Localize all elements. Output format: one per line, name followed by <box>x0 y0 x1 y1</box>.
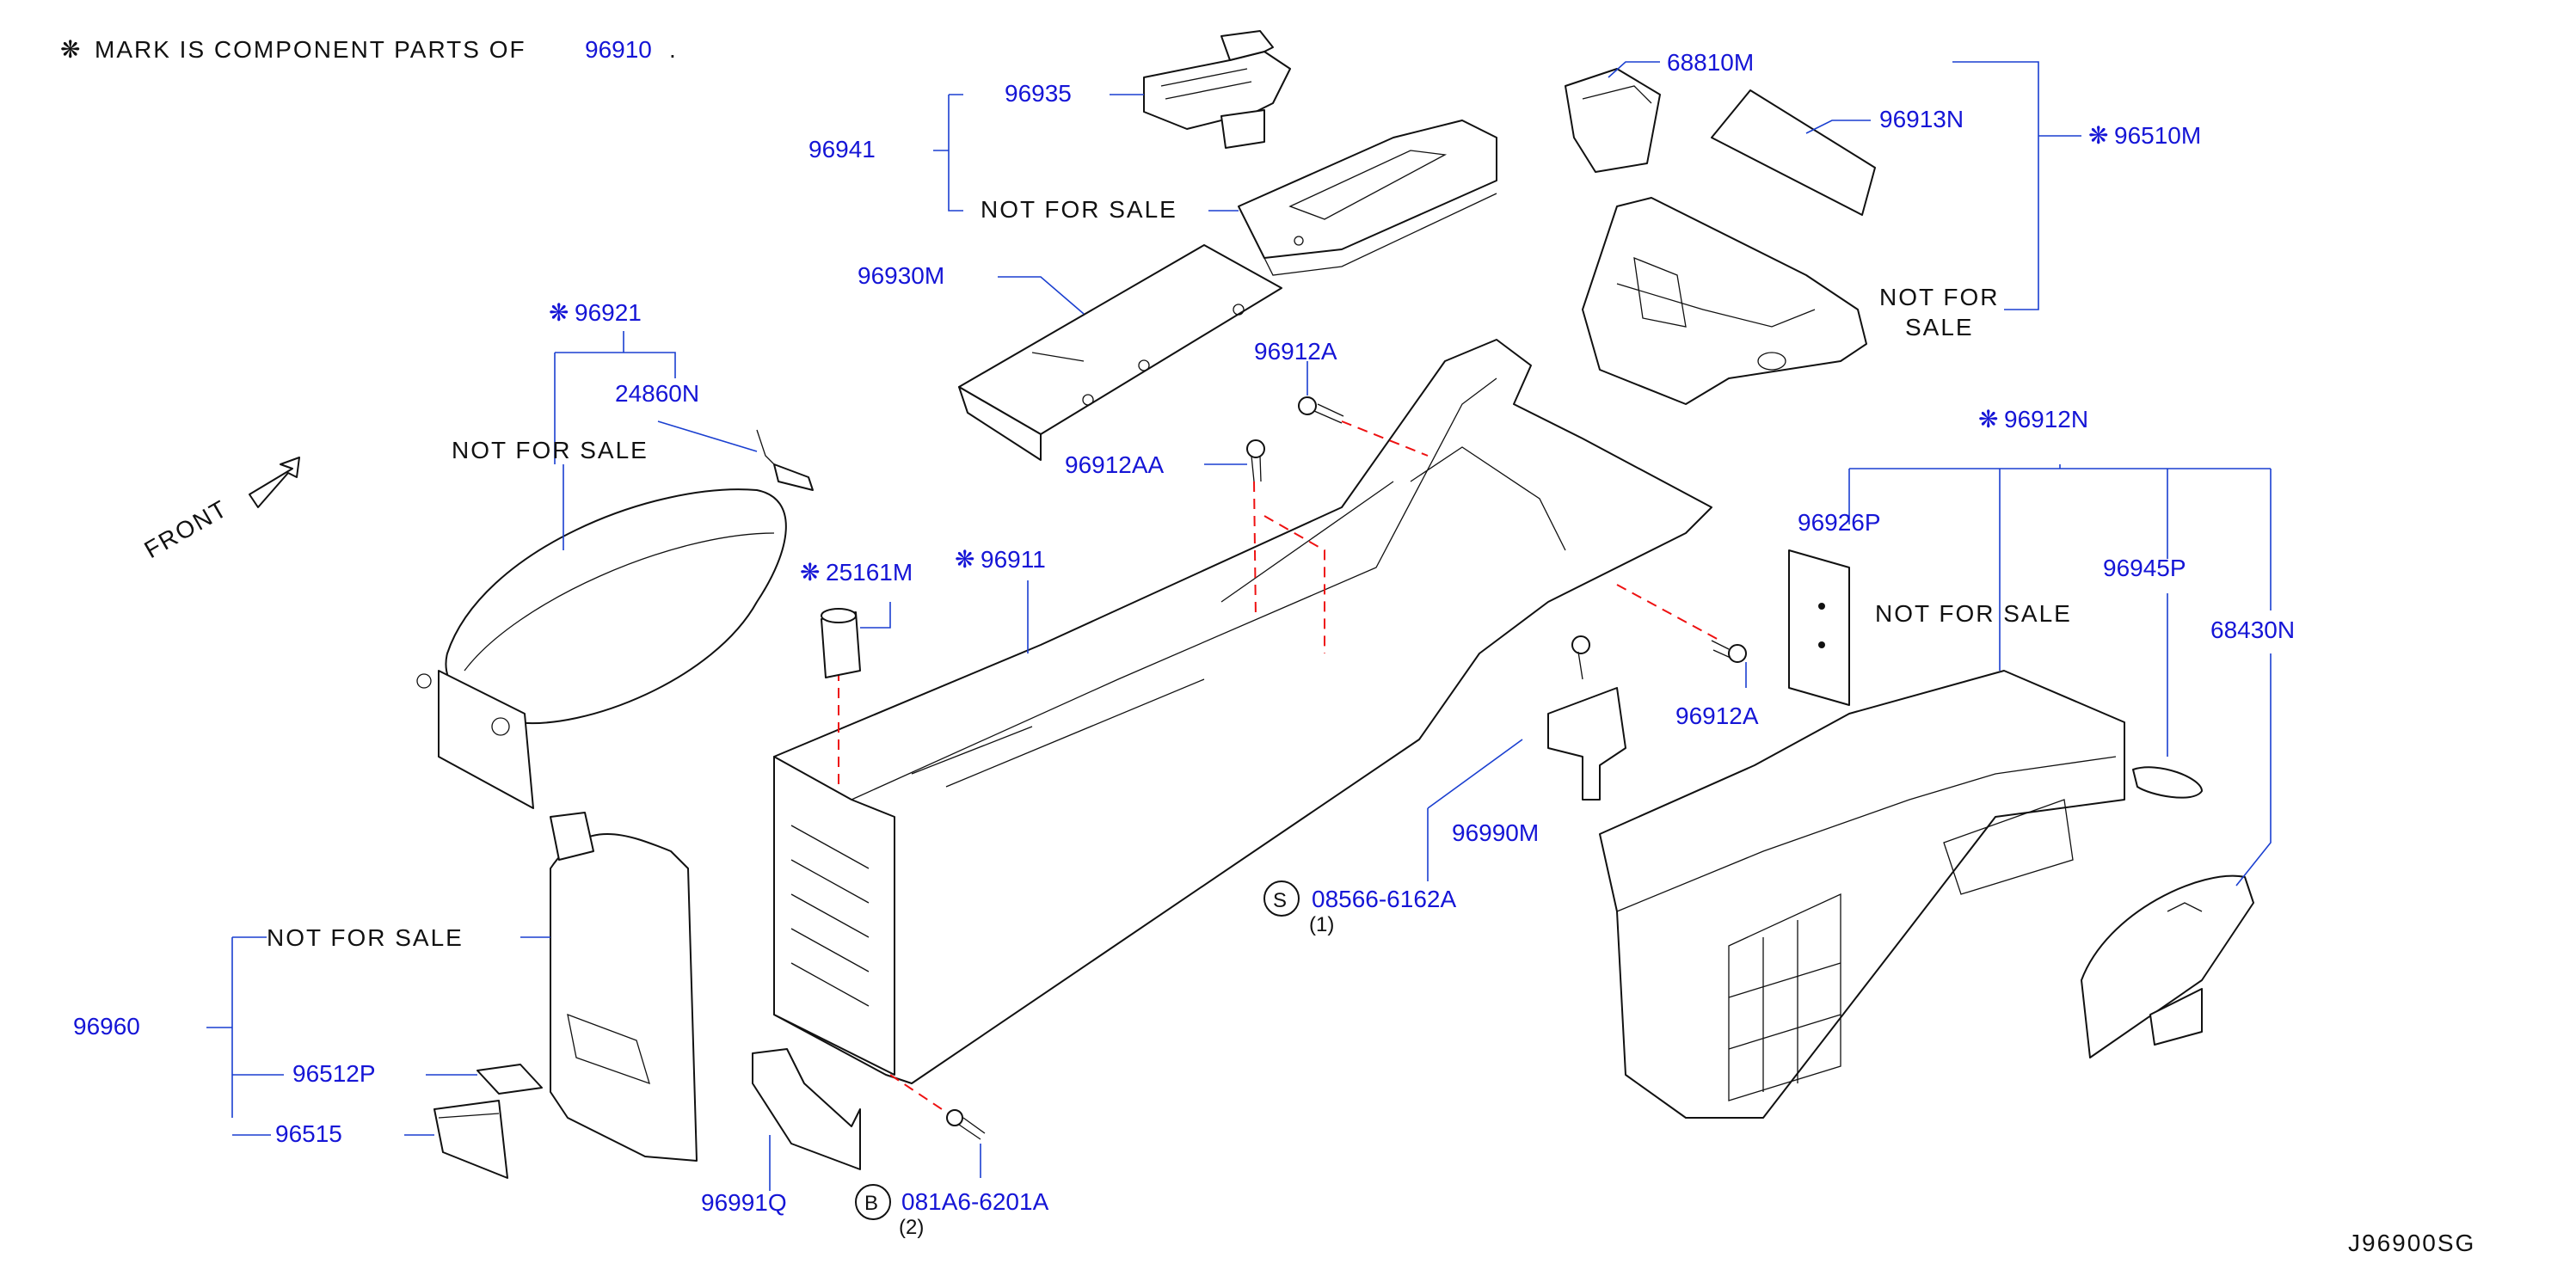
front-arrow-icon <box>249 457 300 508</box>
label-081A6-qty: (2) <box>899 1216 924 1239</box>
label-96512P[interactable]: 96512P <box>292 1060 376 1087</box>
label-96945P[interactable]: 96945P <box>2103 555 2186 581</box>
label-68810M[interactable]: 68810M <box>1667 49 1754 76</box>
part-96510M-illustration[interactable] <box>1582 197 1867 405</box>
s-circle-icon <box>1263 880 1300 917</box>
part-68430N-illustration[interactable] <box>2081 874 2254 1058</box>
dashed-line-screw-aa <box>1253 481 1325 653</box>
label-not-for-sale-rear: NOT FOR SALE <box>267 924 464 951</box>
mark-note-part[interactable]: 96910 <box>585 36 652 63</box>
label-96912A-top[interactable]: 96912A <box>1254 338 1337 365</box>
mark-symbol: ❋ <box>60 36 82 63</box>
part-24860N-illustration[interactable] <box>756 429 814 491</box>
part-96515-illustration[interactable] <box>433 1100 508 1179</box>
label-24860N[interactable]: 24860N <box>615 380 699 407</box>
b-circle-icon <box>855 1184 891 1220</box>
screw-96912A-right-icon[interactable] <box>1711 640 1747 663</box>
dashed-line-bottom-bolt <box>889 1074 956 1119</box>
part-96935-illustration[interactable] <box>1143 30 1291 149</box>
label-96912N[interactable]: 96912N <box>2004 406 2088 432</box>
label-96911[interactable]: 96911 <box>981 546 1046 573</box>
front-indicator: FRONT <box>140 457 300 563</box>
label-not-for-sale-lower: NOT FOR SALE <box>1875 600 2072 627</box>
label-25161M[interactable]: 25161M <box>826 559 913 586</box>
label-96960[interactable]: 96960 <box>73 1013 140 1040</box>
label-081A6-circle: B <box>864 1192 878 1215</box>
label-96913N[interactable]: 96913N <box>1879 106 1964 132</box>
part-25161M-illustration[interactable] <box>821 608 861 678</box>
mark-note-suffix: . <box>669 36 678 63</box>
diagram-code: J96900SG <box>2348 1230 2475 1256</box>
part-96930M-illustration[interactable] <box>958 244 1282 461</box>
label-96991Q[interactable]: 96991Q <box>701 1189 787 1216</box>
label-08566-circle: S <box>1273 889 1287 912</box>
label-96912N-mark: ❋ <box>1978 406 1998 432</box>
label-96921[interactable]: 96921 <box>575 299 642 326</box>
label-not-for-sale-upper-line1: NOT FOR <box>1879 284 1999 310</box>
part-68810M-illustration[interactable] <box>1565 68 1661 173</box>
part-96926P-illustration[interactable] <box>1788 549 1850 706</box>
label-96990M[interactable]: 96990M <box>1452 819 1539 846</box>
bolt-081A6-icon[interactable] <box>946 1109 986 1140</box>
component-note: ❋ MARK IS COMPONENT PARTS OF 96910 . <box>60 36 678 63</box>
dashed-line-96912A-right <box>1616 584 1721 641</box>
part-lower-console-illustration[interactable] <box>1599 670 2125 1119</box>
part-96990M-illustration[interactable] <box>1547 635 1626 801</box>
part-96913N-illustration[interactable] <box>1711 89 1876 216</box>
label-96935[interactable]: 96935 <box>1005 80 1072 107</box>
label-not-for-sale-armrest: NOT FOR SALE <box>452 437 649 463</box>
part-96945P-illustration[interactable] <box>2132 766 2203 799</box>
part-96512P-illustration[interactable] <box>476 1064 543 1095</box>
part-96960-rear-panel-illustration[interactable] <box>550 812 698 1162</box>
front-label: FRONT <box>140 494 233 563</box>
mark-note-text: MARK IS COMPONENT PARTS OF <box>95 36 526 63</box>
label-96912A-right[interactable]: 96912A <box>1675 702 1759 729</box>
label-96926P[interactable]: 96926P <box>1798 509 1881 536</box>
label-68430N[interactable]: 68430N <box>2210 617 2295 643</box>
label-96515[interactable]: 96515 <box>275 1120 342 1147</box>
part-96991Q-illustration[interactable] <box>752 1048 861 1170</box>
label-96941[interactable]: 96941 <box>808 136 876 163</box>
dashed-line-screw-top <box>1341 420 1429 457</box>
label-not-for-sale-shift: NOT FOR SALE <box>981 196 1177 223</box>
part-96921-armrest-illustration[interactable] <box>416 488 787 809</box>
label-96911-mark: ❋ <box>955 546 974 573</box>
label-96912AA[interactable]: 96912AA <box>1065 451 1165 478</box>
label-25161M-mark: ❋ <box>800 559 820 586</box>
screw-96912A-top-icon[interactable] <box>1298 396 1344 424</box>
label-08566-qty: (1) <box>1309 913 1334 936</box>
label-96930M[interactable]: 96930M <box>858 262 944 289</box>
leader-lines <box>206 61 2272 1191</box>
label-96921-mark: ❋ <box>549 299 569 326</box>
screw-96912AA-icon[interactable] <box>1246 439 1265 482</box>
label-081A6-6201A[interactable]: 081A6-6201A <box>901 1188 1049 1215</box>
label-08566-6162A[interactable]: 08566-6162A <box>1312 886 1456 912</box>
part-96911-illustration[interactable] <box>773 339 1712 1084</box>
label-not-for-sale-upper-line2: SALE <box>1905 314 1974 340</box>
label-96510M[interactable]: 96510M <box>2114 122 2201 149</box>
part-shift-panel-illustration[interactable] <box>1238 120 1497 276</box>
label-96510M-mark: ❋ <box>2088 122 2108 149</box>
